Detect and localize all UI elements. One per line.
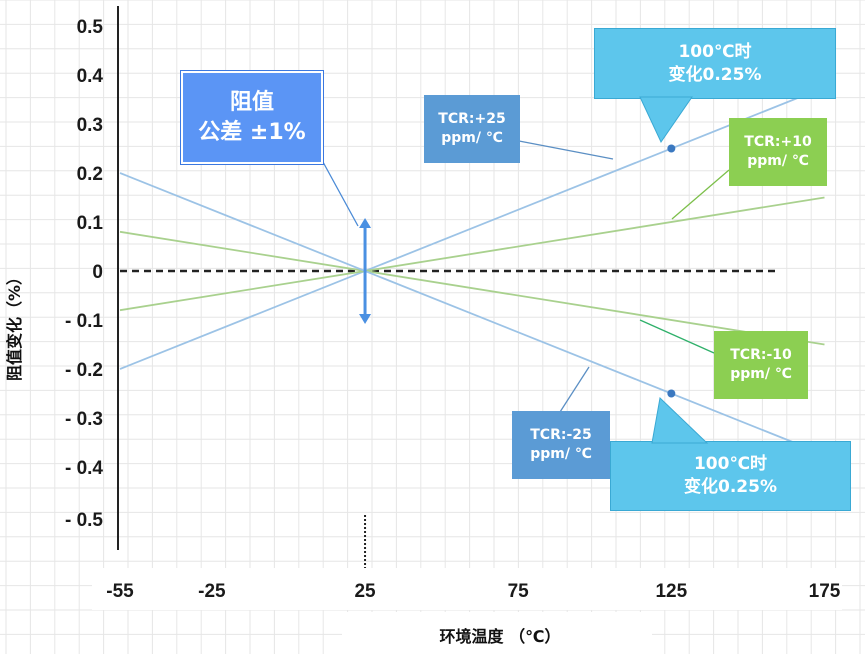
change-top-line2: 变化0.25%	[668, 64, 762, 85]
x-tick-label: -25	[198, 581, 226, 602]
x-tick-backdrop	[92, 568, 842, 610]
tolerance-arrow-head-down	[359, 314, 372, 324]
data-points	[667, 144, 676, 398]
tcr-minus-25-label: TCR:-25 ppm/ ℃	[512, 411, 610, 479]
y-tick-label: 0.4	[77, 66, 104, 87]
leader-line-tcr-minus-25	[559, 366, 590, 413]
tcr-minus-10-line2: ppm/ ℃	[730, 366, 792, 382]
tcr-plus-25-line2: ppm/ ℃	[441, 130, 503, 146]
y-tick-label: - 0.4	[65, 458, 103, 479]
tcr-minus-25-line1: TCR:-25	[530, 427, 592, 444]
tolerance-callout: 阻值 公差 ±1%	[180, 70, 324, 165]
x-tick-label: -55	[106, 581, 134, 602]
change-bottom-callout: 100℃时 变化0.25%	[610, 441, 851, 511]
x-tick-labels: -55 -25 25 75 125 175	[106, 581, 841, 602]
x-tick-label: 75	[508, 581, 530, 602]
tcr-plus-10-line2: ppm/ ℃	[747, 153, 809, 169]
leader-line-tolerance	[322, 161, 359, 227]
series-line	[119, 196, 825, 312]
tcr-minus-10-line1: TCR:-10	[730, 347, 792, 364]
series-line	[119, 230, 825, 346]
tcr-plus-10-line1: TCR:+10	[744, 134, 812, 151]
data-point	[667, 144, 676, 153]
leader-line-tcr-plus-25	[518, 140, 614, 160]
y-tick-label: - 0.5	[65, 510, 103, 531]
tolerance-arrow	[359, 218, 372, 324]
leader-lines	[322, 140, 730, 413]
axes	[92, 6, 842, 654]
x-tick-label: 125	[655, 581, 687, 602]
y-tick-label: 0.3	[77, 115, 103, 136]
y-tick-labels: 0.5 0.4 0.3 0.2 0.1 0 - 0.1 - 0.2 - 0.3 - 0.4 - 0.…	[65, 17, 103, 531]
x-tick-label: 175	[809, 581, 841, 602]
series-line	[119, 86, 825, 370]
leader-line-tcr-minus-10	[639, 319, 715, 354]
tcr-plus-10-label: TCR:+10 ppm/ ℃	[729, 118, 827, 186]
y-tick-label: 0.5	[77, 17, 104, 38]
tcr-plus-25-line1: TCR:+25	[438, 111, 506, 128]
tcr-minus-10-label: TCR:-10 ppm/ ℃	[714, 331, 808, 399]
y-tick-label: - 0.1	[65, 311, 103, 332]
tolerance-callout-line2: 公差 ±1%	[198, 119, 306, 145]
change-bottom-line1: 100℃时	[693, 454, 768, 475]
tcr-minus-25-line2: ppm/ ℃	[530, 446, 592, 462]
y-tick-label: 0.2	[77, 164, 103, 185]
x-tick-label: 25	[354, 581, 376, 602]
x-axis-label: 环境温度 （℃）	[440, 627, 561, 646]
tcr-plus-25-label: TCR:+25 ppm/ ℃	[424, 95, 520, 163]
y-tick-label: 0.1	[77, 213, 104, 234]
y-axis-label: 阻值变化（%）	[5, 269, 24, 381]
data-point	[667, 389, 676, 398]
leader-line-tcr-plus-10	[671, 169, 730, 220]
x-label-backdrop	[342, 612, 652, 654]
change-top-callout: 100℃时 变化0.25%	[594, 28, 836, 99]
y-tick-label: - 0.2	[65, 360, 103, 381]
y-tick-label: 0	[92, 262, 103, 283]
change-top-line1: 100℃时	[678, 41, 752, 62]
y-tick-label: - 0.3	[65, 409, 103, 430]
change-bottom-line2: 变化0.25%	[684, 477, 777, 497]
tolerance-callout-line1: 阻值	[229, 89, 274, 115]
tolerance-arrow-head-up	[359, 218, 372, 228]
